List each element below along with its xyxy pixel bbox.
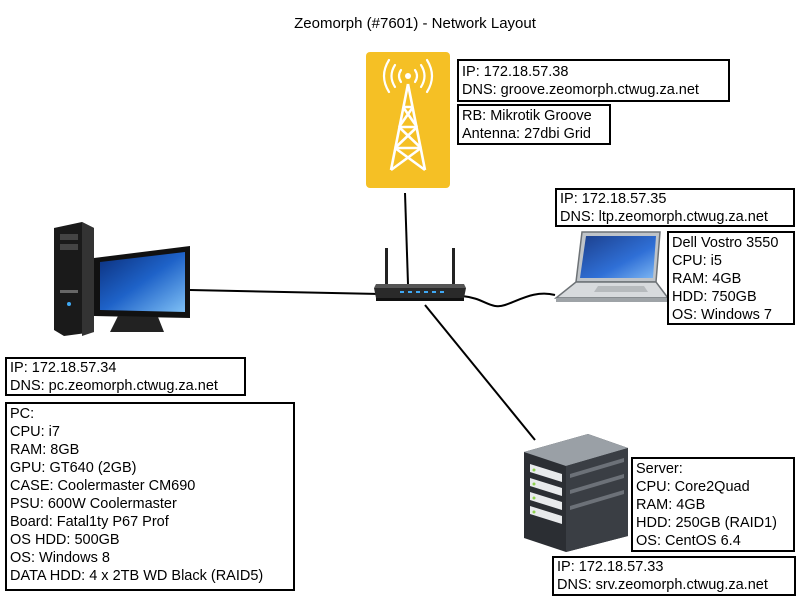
link-antenna-router — [404, 192, 409, 285]
server-spec-box: Server: CPU: Core2Quad RAM: 4GB HDD: 250… — [631, 457, 795, 552]
pc-ram: RAM: 8GB — [10, 442, 80, 458]
antenna-net-box: IP: 172.18.57.38 DNS: groove.zeomorph.ct… — [457, 59, 730, 102]
laptop-cpu: CPU: i5 — [672, 253, 722, 269]
laptop-dns: DNS: ltp.zeomorph.ctwug.za.net — [560, 209, 768, 225]
laptop-ram: RAM: 4GB — [672, 271, 742, 287]
router-icon — [374, 248, 466, 301]
laptop-device — [550, 228, 670, 306]
server-device — [520, 430, 632, 554]
desktop-pc-icon — [54, 222, 190, 336]
antenna-rb: RB: Mikrotik Groove — [462, 108, 592, 124]
pc-spec-box: PC: CPU: i7 RAM: 8GB GPU: GT640 (2GB) CA… — [5, 402, 295, 591]
server-label: Server: — [636, 461, 683, 477]
server-hdd: HDD: 250GB (RAID1) — [636, 515, 778, 531]
link-router-laptop — [461, 292, 556, 308]
server-dns: DNS: srv.zeomorph.ctwug.za.net — [557, 577, 768, 593]
server-ip: IP: 172.18.57.33 — [557, 559, 664, 575]
antenna-ip: IP: 172.18.57.38 — [462, 64, 569, 80]
antenna-type: Antenna: 27dbi Grid — [462, 126, 591, 142]
laptop-model: Dell Vostro 3550 — [672, 235, 779, 251]
pc-os-hdd: OS HDD: 500GB — [10, 532, 120, 548]
router-device — [370, 246, 470, 306]
antenna-spec-box: RB: Mikrotik Groove Antenna: 27dbi Grid — [457, 104, 611, 145]
antenna-device — [366, 52, 450, 188]
laptop-ip: IP: 172.18.57.35 — [560, 191, 667, 207]
server-os: OS: CentOS 6.4 — [636, 533, 741, 549]
pc-case: CASE: Coolermaster CM690 — [10, 478, 196, 494]
pc-os: OS: Windows 8 — [10, 550, 110, 566]
pc-label: PC: — [10, 406, 35, 422]
antenna-dns: DNS: groove.zeomorph.ctwug.za.net — [462, 82, 699, 98]
pc-net-box: IP: 172.18.57.34 DNS: pc.zeomorph.ctwug.… — [5, 357, 246, 396]
pc-cpu: CPU: i7 — [10, 424, 60, 440]
pc-device — [48, 220, 194, 338]
antenna-tower-icon — [366, 52, 450, 188]
link-router-server — [424, 304, 536, 441]
laptop-icon — [553, 231, 670, 302]
pc-board: Board: Fatal1ty P67 Prof — [10, 514, 169, 530]
laptop-os: OS: Windows 7 — [672, 307, 772, 323]
diagram-title: Zeomorph (#7601) - Network Layout — [294, 15, 536, 32]
laptop-spec-box: Dell Vostro 3550 CPU: i5 RAM: 4GB HDD: 7… — [667, 231, 795, 325]
pc-gpu: GPU: GT640 (2GB) — [10, 460, 137, 476]
pc-data-hdd: DATA HDD: 4 x 2TB WD Black (RAID5) — [10, 568, 264, 584]
link-pc-router — [189, 289, 381, 295]
laptop-net-box: IP: 172.18.57.35 DNS: ltp.zeomorph.ctwug… — [555, 188, 795, 227]
server-cpu: CPU: Core2Quad — [636, 479, 750, 495]
pc-psu: PSU: 600W Coolermaster — [10, 496, 177, 512]
pc-ip: IP: 172.18.57.34 — [10, 360, 117, 376]
laptop-hdd: HDD: 750GB — [672, 289, 757, 305]
server-icon — [524, 434, 628, 552]
pc-dns: DNS: pc.zeomorph.ctwug.za.net — [10, 378, 218, 394]
server-net-box: IP: 172.18.57.33 DNS: srv.zeomorph.ctwug… — [552, 556, 796, 596]
server-ram: RAM: 4GB — [636, 497, 706, 513]
